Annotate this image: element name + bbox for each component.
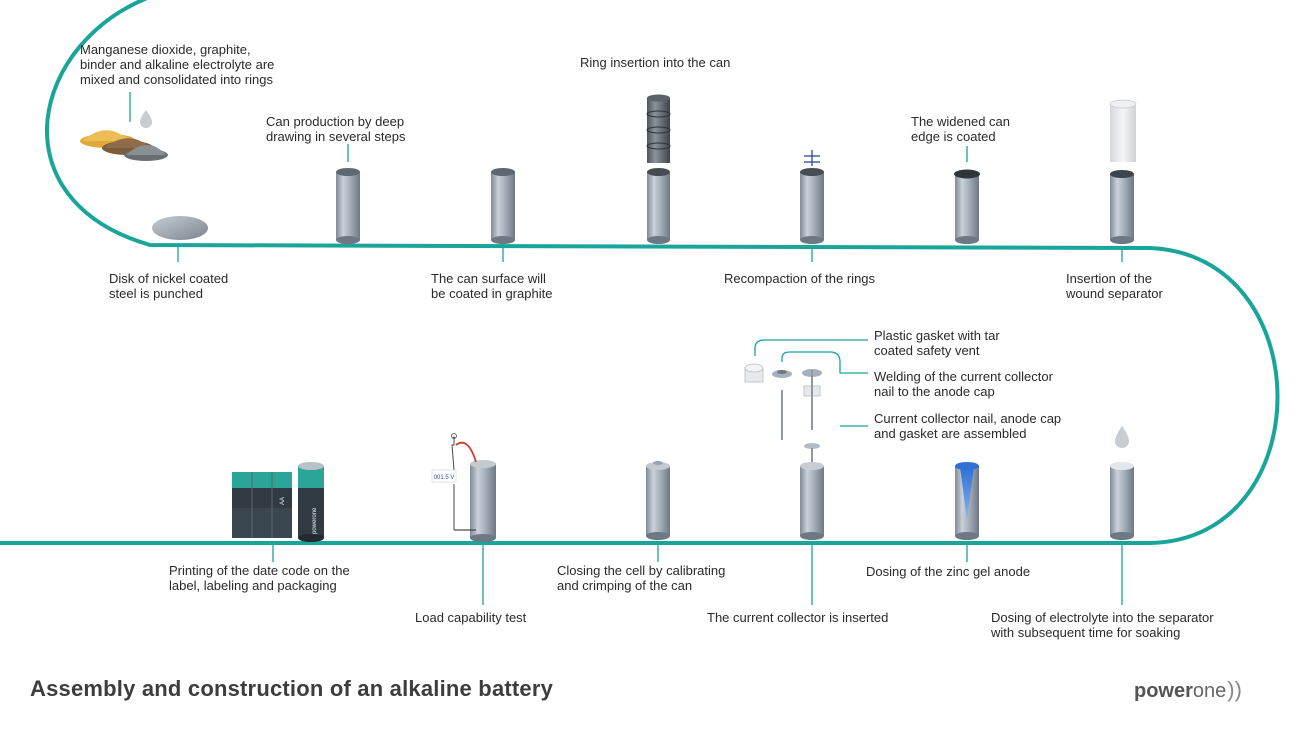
label-can-production: Can production by deep drawing in severa… <box>266 114 406 144</box>
process-track <box>0 0 1280 545</box>
battery-size-text: AA <box>280 497 286 505</box>
label-graphite-coating: The can surface will be coated in graphi… <box>431 271 553 301</box>
label-disk-punched: Disk of nickel coated steel is punched <box>109 271 229 301</box>
page-title: Assembly and construction of an alkaline… <box>30 676 554 701</box>
logo-text-bold: power <box>1134 680 1193 702</box>
label-recompaction: Recompaction of the rings <box>724 271 876 286</box>
can-ring-insertion-icon <box>647 168 670 244</box>
label-gasket: Plastic gasket with tar coated safety ve… <box>874 328 1000 358</box>
battery-brand-text: powerone <box>312 507 318 534</box>
voltmeter-reading: 001.5 V <box>434 475 455 481</box>
label-closing: Closing the cell by calibrating and crim… <box>557 563 726 593</box>
welded-nail-icon <box>802 369 822 430</box>
leader-lines <box>129 92 1123 605</box>
label-welding: Welding of the current collector nail to… <box>874 369 1053 399</box>
raw-materials-icon <box>80 110 168 161</box>
plus-terminal-icon: + <box>453 435 456 441</box>
separator-paper-icon <box>1109 99 1137 162</box>
cathode-rings-icon <box>646 94 671 163</box>
label-nail-assembled: Current collector nail, anode cap and ga… <box>874 411 1062 441</box>
logo-text-light: one <box>1192 680 1227 702</box>
anode-cap-icon <box>772 370 792 440</box>
label-collector-inserted: The current collector is inserted <box>707 610 889 625</box>
can-edge-coated-icon <box>954 169 980 244</box>
label-separator: Insertion of the wound separator <box>1066 271 1163 301</box>
can-deep-drawn-icon <box>336 168 360 244</box>
closed-cell-icon <box>646 461 670 540</box>
can-electrolyte-icon <box>1110 426 1134 540</box>
logo-waves-icon: )) <box>1227 677 1242 702</box>
can-graphite-icon <box>491 168 515 244</box>
label-zinc-gel: Dosing of the zinc gel anode <box>866 564 1031 579</box>
label-mix-materials: Manganese dioxide, graphite, binder and … <box>80 42 275 87</box>
label-load-test: Load capability test <box>415 610 527 625</box>
plastic-gasket-icon <box>744 363 764 383</box>
load-test-icon: 001.5 V + <box>431 433 496 542</box>
recompaction-tool-icon <box>804 150 820 166</box>
can-separator-icon <box>1110 170 1134 244</box>
can-recompaction-icon <box>800 168 824 244</box>
packaged-batteries-icon: powerone AA <box>232 462 324 542</box>
powerone-logo: powerone)) <box>1134 677 1242 703</box>
can-collector-inserted-icon <box>800 462 824 540</box>
steel-disk-icon <box>152 216 208 240</box>
label-edge-coated: The widened can edge is coated <box>911 114 1011 144</box>
label-printing: Printing of the date code on the label, … <box>169 563 350 593</box>
label-ring-insertion: Ring insertion into the can <box>580 55 731 70</box>
label-electrolyte: Dosing of electrolyte into the separator… <box>991 610 1214 640</box>
can-zinc-gel-icon <box>955 462 979 540</box>
